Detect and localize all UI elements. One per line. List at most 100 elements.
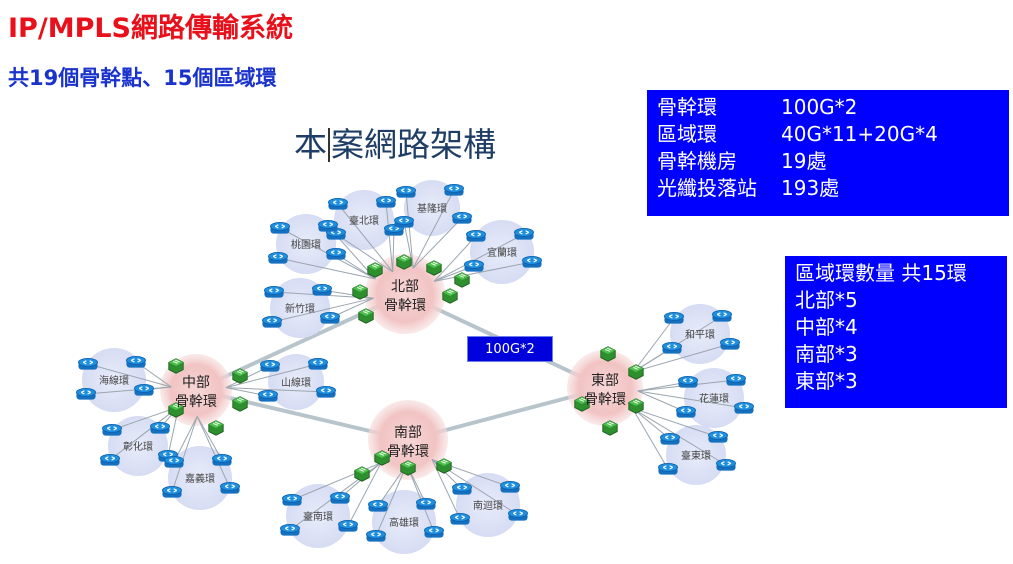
- access-link: [87, 363, 172, 388]
- router-icon-blue: [449, 512, 471, 526]
- router-icon-blue: [507, 508, 529, 522]
- access-link: [109, 406, 179, 461]
- router-icon-blue: [375, 195, 397, 209]
- router-icon-blue: [663, 311, 685, 325]
- router-icon-blue: [329, 491, 351, 505]
- access-link: [632, 407, 719, 438]
- router-icon-blue: [263, 285, 285, 299]
- spec-label: 區域環: [657, 122, 717, 146]
- access-link: [433, 235, 477, 282]
- ring-label-taipei: 臺北環: [349, 214, 379, 227]
- router-icon-blue: [423, 525, 445, 539]
- ring-count-line: 中部*4: [795, 315, 858, 339]
- router-icon-green: [168, 358, 184, 374]
- hub-label-north: 北部: [391, 279, 419, 295]
- diagram-title-left: 本: [294, 125, 327, 164]
- spec-label: 骨幹機房: [657, 149, 737, 173]
- router-icon-blue: [719, 337, 741, 351]
- router-icon-green: [352, 284, 368, 300]
- router-icon-green: [454, 272, 470, 288]
- text-cursor: [328, 128, 330, 162]
- access-link: [225, 387, 327, 393]
- spec-value: 193處: [781, 176, 840, 200]
- ring-label-hsinchu: 新竹環: [285, 302, 315, 315]
- access-link: [412, 189, 455, 269]
- access-link: [392, 229, 395, 272]
- router-icon-blue: [327, 197, 349, 211]
- router-icon-blue: [75, 387, 97, 401]
- router-icon-blue: [707, 430, 729, 444]
- router-icon-blue: [101, 423, 123, 437]
- access-link: [335, 233, 393, 273]
- spec-row: 區域環 40G*11+20G*4: [657, 121, 999, 148]
- access-link: [375, 464, 408, 537]
- access-link: [405, 191, 414, 269]
- ring-label-taoyuan: 桃園環: [291, 238, 321, 251]
- access-link: [277, 257, 376, 280]
- router-icon-blue: [125, 355, 147, 369]
- router-icon-blue: [337, 519, 359, 533]
- diagram-title: 本案網路架構: [294, 118, 496, 166]
- router-icon-blue: [149, 421, 171, 435]
- ring-label-heping: 和平環: [685, 329, 715, 341]
- access-link: [347, 462, 382, 527]
- core-link-label: 100G*2: [467, 336, 553, 362]
- ring-count-line: 南部*3: [795, 342, 858, 366]
- spec-value: 40G*11+20G*4: [781, 122, 938, 146]
- router-icon-blue: [269, 221, 291, 235]
- ring-label-yilan: 宜蘭環: [487, 246, 517, 259]
- spec-value: 19處: [781, 149, 827, 173]
- ring-label-keelung: 基隆環: [417, 202, 447, 215]
- router-icon-blue: [163, 455, 185, 469]
- router-icon-green: [367, 262, 383, 278]
- router-icon-blue: [657, 462, 679, 476]
- access-link: [631, 407, 669, 470]
- router-icon-green: [436, 458, 452, 474]
- access-link: [633, 343, 731, 373]
- ring-label-changhua: 彰化環: [123, 440, 153, 453]
- router-icon-blue: [311, 283, 333, 297]
- access-link: [385, 201, 394, 272]
- access-link: [196, 416, 223, 461]
- router-icon-blue: [261, 315, 283, 329]
- hub-label-south: 南部: [394, 425, 422, 441]
- router-icon-blue: [513, 227, 535, 241]
- router-icon-blue: [677, 375, 699, 389]
- access-link: [633, 317, 675, 373]
- access-link: [406, 464, 435, 533]
- router-icon-green: [208, 420, 224, 436]
- ring-label-taitung: 臺東環: [681, 449, 711, 462]
- router-icon-blue: [451, 482, 473, 496]
- router-icon-blue: [315, 385, 337, 399]
- hub-label-north-sub: 骨幹環: [384, 297, 426, 314]
- access-link: [196, 416, 231, 489]
- ring-count-line: 區域環數量 共15環: [795, 261, 967, 285]
- router-icon-blue: [267, 251, 289, 265]
- router-icon-blue: [325, 247, 347, 261]
- ring-count-line: 東部*3: [795, 369, 858, 393]
- router-icon-blue: [99, 453, 121, 467]
- router-icon-blue: [281, 493, 303, 507]
- router-icon-blue: [715, 458, 737, 472]
- ring-label-tainan: 臺南環: [303, 510, 333, 523]
- router-icon-blue: [395, 185, 417, 199]
- page-title: IP/MPLS網路傳輸系統: [8, 13, 294, 44]
- router-icon-blue: [77, 357, 99, 371]
- hub-label-east-sub: 骨幹環: [584, 391, 626, 408]
- router-icon-blue: [661, 341, 683, 355]
- router-icon-blue: [257, 389, 279, 403]
- ring-label-nanhui: 南迴環: [473, 499, 503, 512]
- router-icon-blue: [711, 309, 733, 323]
- ring-label-haixian: 海線環: [99, 374, 129, 387]
- access-link: [111, 406, 179, 431]
- router-icon-green: [602, 420, 618, 436]
- router-icon-green: [358, 308, 374, 324]
- router-icon-blue: [659, 432, 681, 446]
- router-icon-blue: [443, 183, 465, 197]
- router-icon-blue: [499, 480, 521, 494]
- router-icon-blue: [317, 219, 339, 233]
- access-link: [171, 416, 198, 493]
